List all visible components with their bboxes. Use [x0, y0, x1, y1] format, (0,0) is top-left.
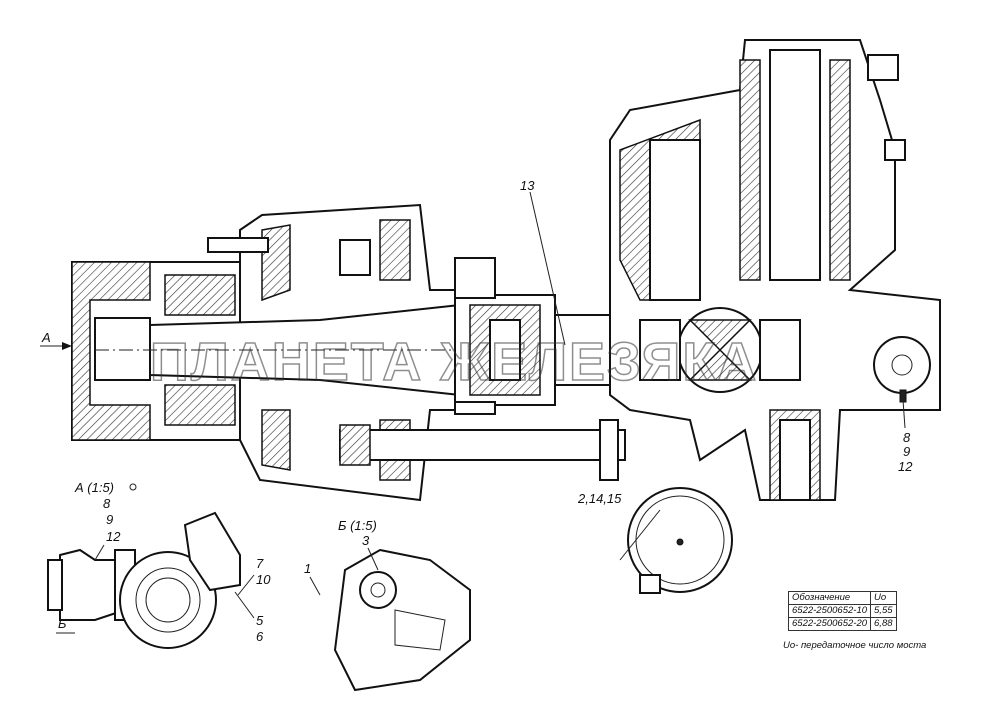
- header-designation: Обозначение: [787, 591, 872, 605]
- output-flange: [873, 336, 931, 403]
- header-ratio: Uо: [870, 591, 897, 605]
- callout-leaders: [40, 191, 906, 561]
- view-b-callout-1: 1: [304, 561, 311, 576]
- universal-joint: [454, 257, 556, 415]
- table-row: 6522-2500652-20 6,88: [787, 617, 897, 631]
- callout-8: 8: [903, 430, 911, 445]
- view-a-callout-12: 12: [106, 529, 121, 544]
- brake-chamber: [627, 487, 733, 594]
- callout-2-14-15: 2,14,15: [577, 491, 622, 506]
- view-a-callout-8: 8: [103, 496, 111, 511]
- callout-9: 9: [903, 444, 910, 459]
- view-a: А (1:5) 8 9 12 7 10 5 6 Б: [47, 480, 271, 649]
- callout-12: 12: [898, 459, 913, 474]
- view-a-callout-9: 9: [106, 512, 113, 527]
- view-a-callout-10: 10: [256, 572, 271, 587]
- cell-designation: 6522-2500652-20: [787, 617, 872, 631]
- final-drive-housing: [609, 39, 941, 501]
- tie-rod: [339, 419, 626, 481]
- view-b-callout-3: 3: [362, 533, 370, 548]
- view-a-callout-7: 7: [256, 556, 264, 571]
- view-b-title: Б (1:5): [338, 518, 377, 533]
- table-row: 6522-2500652-10 5,55: [787, 604, 897, 618]
- view-arrow-b: Б: [58, 616, 67, 631]
- breather-valve: [867, 54, 906, 161]
- cell-designation: 6522-2500652-10: [787, 604, 872, 618]
- gear-ratio-table: Обозначение Uо 6522-2500652-10 5,55 6522…: [787, 591, 897, 631]
- view-b: Б (1:5) 1 3: [304, 518, 471, 692]
- cell-ratio: 6,88: [870, 617, 897, 631]
- view-a-callout-6: 6: [256, 629, 264, 644]
- watermark: ПЛАНЕТА ЖЕЛЕЗЯКА: [150, 332, 758, 392]
- view-a-title: А (1:5): [74, 480, 114, 495]
- ratio-note: Uо- передаточное число моста: [783, 640, 927, 651]
- view-arrow-a: А: [41, 330, 51, 345]
- callout-13: 13: [520, 178, 535, 193]
- view-a-callout-5: 5: [256, 613, 264, 628]
- table-header-row: Обозначение Uо: [787, 591, 897, 605]
- cell-ratio: 5,55: [870, 604, 897, 618]
